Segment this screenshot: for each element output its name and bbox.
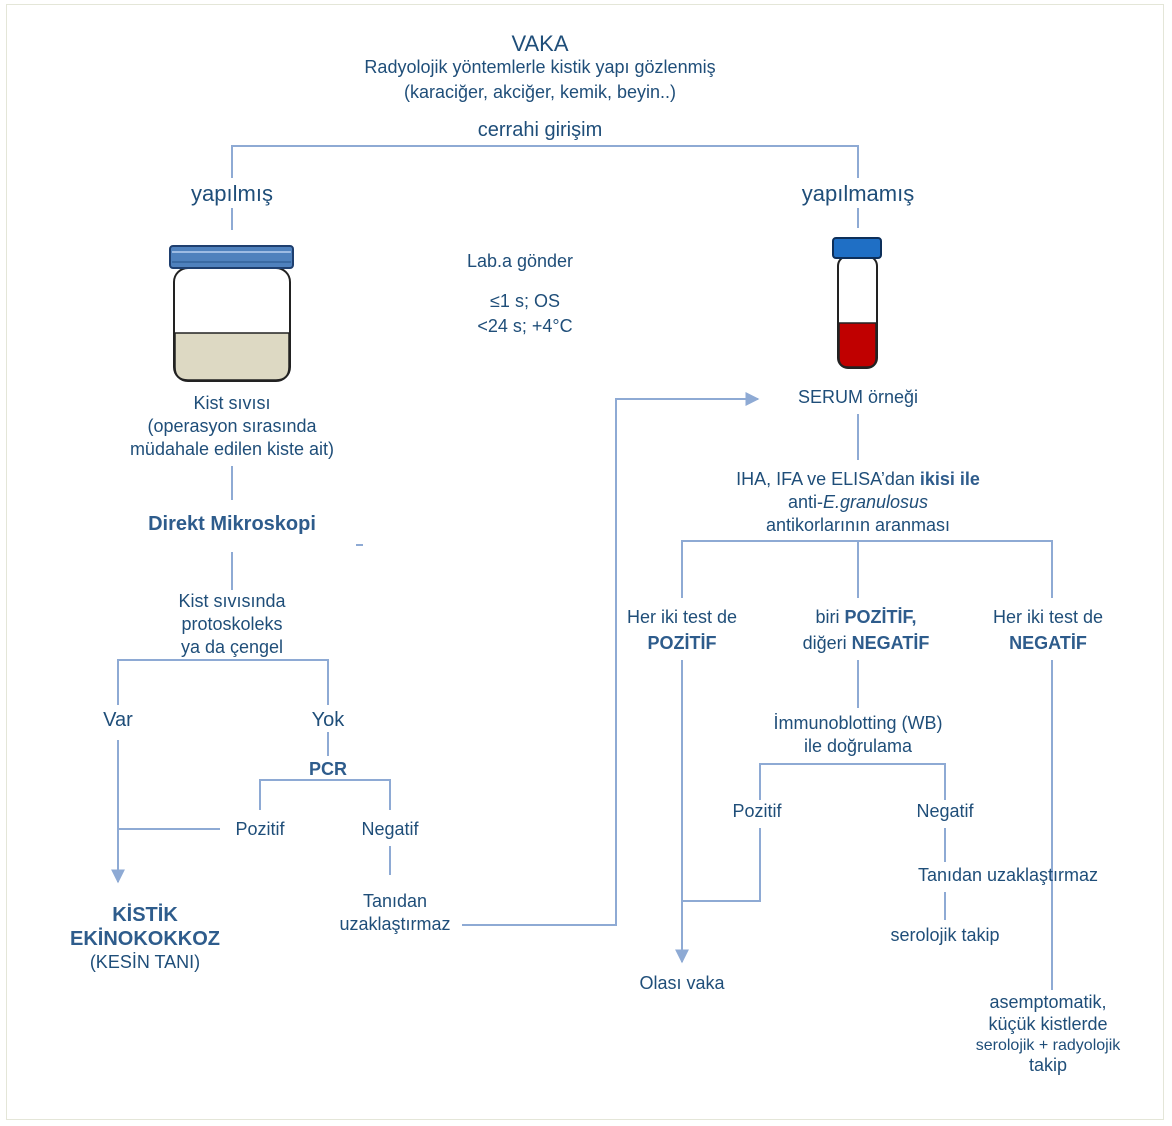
case-organs: (karaciğer, akciğer, kemik, beyin..) [403, 82, 677, 102]
result-var: Var [103, 709, 133, 731]
wb-line-1: İmmunoblotting (WB) [773, 713, 943, 733]
diagnosis-line-3: (KESİN TANI) [89, 951, 201, 972]
protoscolex-line-3: ya da çengel [180, 637, 284, 658]
wb-not-exclude: Tanıdan uzaklaştırmaz [917, 865, 1099, 885]
wb-negative: Negatif [916, 801, 974, 821]
protoscolex-node: Kist sıvısında protoskoleks ya da çengel [178, 590, 285, 659]
blood-tube-icon [832, 237, 882, 369]
serology-node: IHA, IFA ve ELISA’dan ikisi ile anti-E.g… [736, 468, 980, 537]
result-yok: Yok [311, 709, 345, 731]
wb-line-2: ile doğrulama [803, 736, 913, 757]
pcr-negative: Negatif [361, 819, 419, 839]
serology-line-3: antikorlarının aranması [765, 515, 951, 536]
line-notexclude-to-serum [462, 392, 760, 926]
tube-cap [832, 237, 882, 259]
cyst-fluid-line-2: (operasyon sırasında [147, 416, 317, 437]
asymptomatic-line-3: serolojik + radyolojik [975, 1036, 1121, 1054]
both-positive-line-1: Her iki test de [626, 607, 738, 627]
cyst-fluid-line-3: müdahale edilen kiste ait) [129, 439, 335, 460]
case-title: VAKA [511, 31, 569, 56]
line-sero-split [681, 540, 1053, 598]
branch-done: yapılmış [191, 181, 273, 206]
jar-lid [169, 245, 294, 269]
direct-microscopy: Direkt Mikroskopi [148, 513, 316, 535]
pcr-positive: Pozitif [235, 819, 285, 839]
wb-node: İmmunoblotting (WB) ile doğrulama [773, 712, 942, 758]
serum-node: SERUM örneği [797, 387, 919, 407]
both-positive-node: Her iki test de POZİTİF [627, 604, 737, 656]
jar-sediment [174, 332, 290, 381]
asymptomatic-line-1: asemptomatik, [989, 992, 1107, 1012]
not-exclude-line-1: Tanıdan [362, 891, 428, 911]
wb-positive: Pozitif [732, 801, 782, 821]
page-frame [6, 4, 1164, 1120]
diagnosis-line-2: EKİNOKOKKOZ [70, 928, 220, 951]
pcr-node: PCR [308, 759, 348, 779]
tube-blood [838, 322, 877, 368]
both-negative-node: Her iki test de NEGATİF [993, 604, 1103, 656]
lab-condition-2: <24 s; +4°C [477, 316, 573, 336]
not-exclude-line-2: uzaklaştırmaz [339, 914, 451, 935]
serology-line-1: IHA, IFA ve ELISA’dan ikisi ile [736, 469, 980, 489]
both-negative-line-1: Her iki test de [992, 607, 1104, 627]
asymptomatic-node: asemptomatik, küçük kistlerde serolojik … [976, 992, 1121, 1077]
diagnosis-node: KİSTİK EKİNOKOKKOZ (KESİN TANI) [70, 903, 220, 974]
protoscolex-line-1: Kist sıvısında [178, 591, 286, 611]
specimen-jar-icon [169, 245, 294, 382]
both-negative-line-2: NEGATİF [1009, 633, 1087, 654]
probable-case: Olası vaka [639, 973, 725, 993]
asymptomatic-line-4: takip [1028, 1055, 1068, 1076]
lab-send: Lab.a gönder [466, 251, 574, 271]
serology-line-2: anti-E.granulosus [787, 492, 929, 513]
line-proto-split [117, 659, 329, 705]
both-positive-line-2: POZİTİF [647, 633, 717, 654]
line-wb-split [759, 763, 946, 800]
diagnosis-line-1: KİSTİK [112, 904, 178, 926]
cyst-fluid-node: Kist sıvısı (operasyon sırasında müdahal… [130, 392, 334, 461]
lab-condition-1: ≤1 s; OS [490, 291, 560, 311]
case-description: Radyolojik yöntemlerle kistik yapı gözle… [364, 57, 716, 77]
one-positive-line-1: biri POZİTİF, [815, 607, 917, 627]
surgery-label: cerrahi girişim [477, 119, 603, 141]
one-positive-line-2: diğeri NEGATİF [802, 633, 930, 654]
not-exclude-node: Tanıdan uzaklaştırmaz [339, 890, 450, 936]
branch-not-done: yapılmamış [801, 181, 915, 206]
protoscolex-line-2: protoskoleks [181, 614, 283, 635]
line-wbpos-to-probable [682, 828, 761, 902]
line-pcr-split [259, 779, 391, 810]
serologic-followup: serolojik takip [890, 925, 1000, 945]
cyst-fluid-line-1: Kist sıvısı [193, 393, 271, 413]
line-surgery-split [231, 145, 859, 178]
asymptomatic-line-2: küçük kistlerde [988, 1013, 1108, 1034]
one-positive-node: biri POZİTİF, diğeri NEGATİF [803, 604, 930, 656]
